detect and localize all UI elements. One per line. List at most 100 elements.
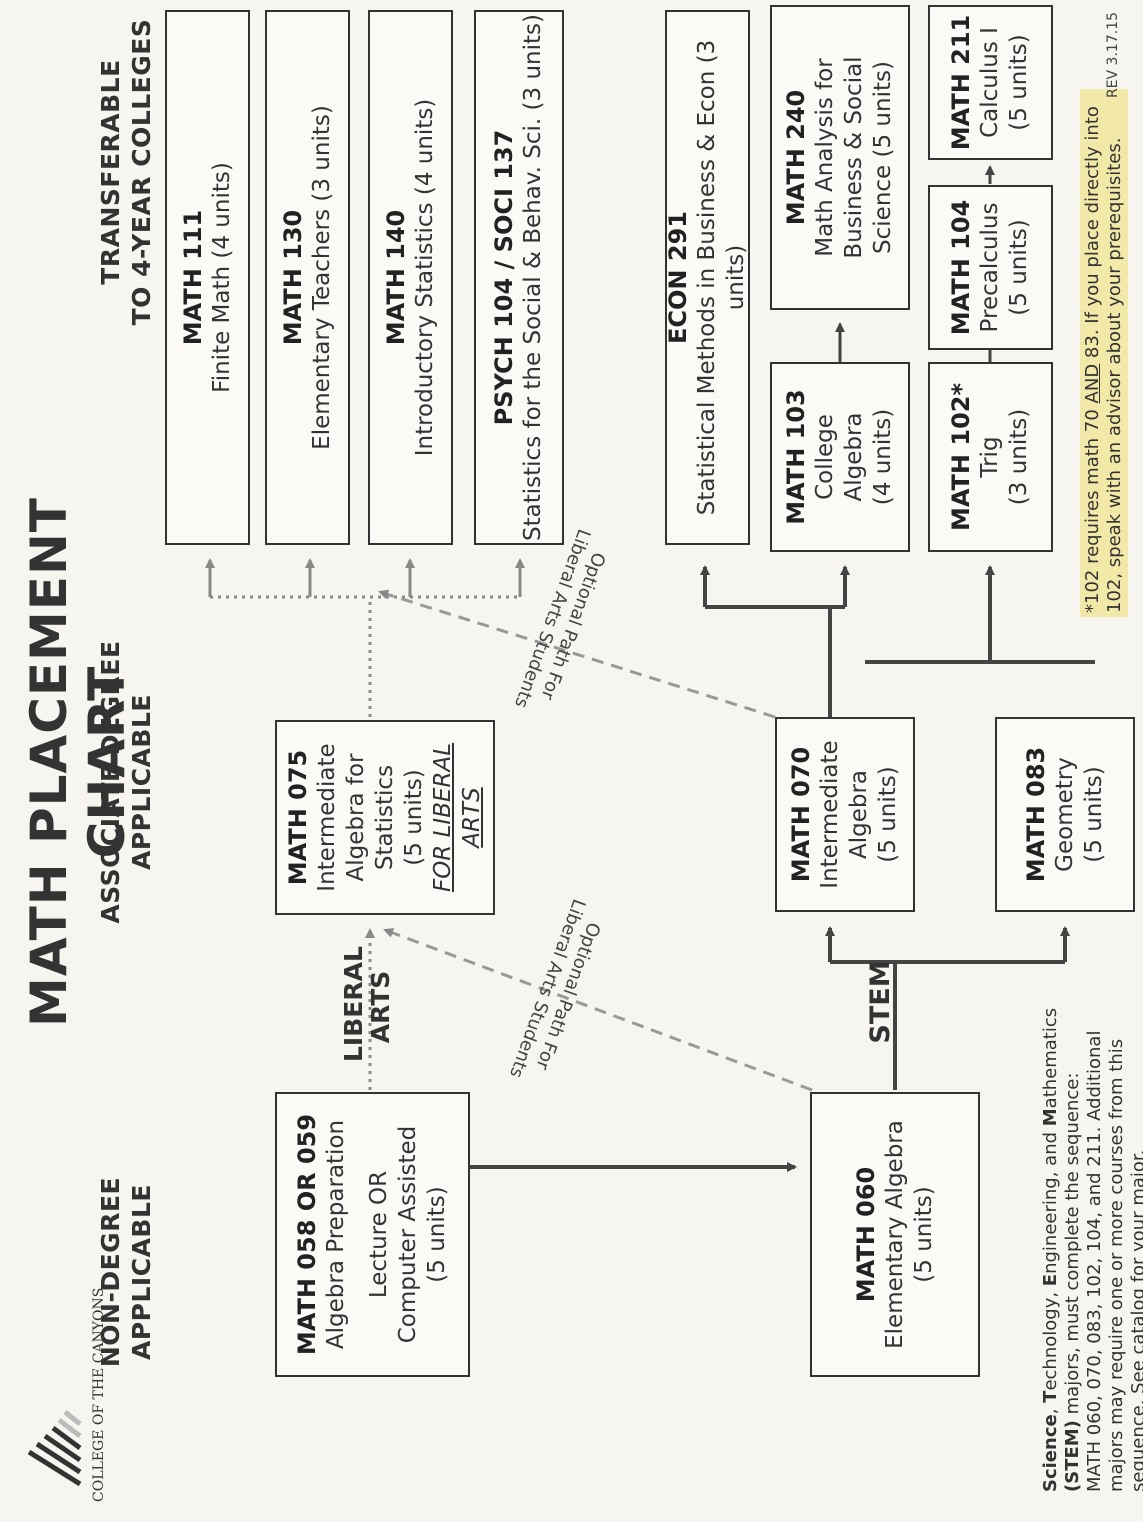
course-line: (5 units) xyxy=(910,1186,937,1283)
footnote-part: *102 requires math 70 xyxy=(1082,403,1103,613)
stem-note: Science, Technology, Engineering, and Ma… xyxy=(1040,932,1143,1492)
course-code: MATH 211 xyxy=(947,14,975,151)
arrow-060-to-075-optional xyxy=(383,928,813,1092)
footnote-line-2: 102, speak with an advisor about your pr… xyxy=(1104,137,1125,613)
course-line: (5 units) xyxy=(1006,34,1032,131)
label-liberal-arts: LIBERAL ARTS xyxy=(339,946,395,1062)
course-line: (5 units) xyxy=(400,769,427,866)
course-line: Trig xyxy=(977,436,1003,478)
arrow-070-to-bus-optional xyxy=(378,589,776,719)
course-line: Calculus I xyxy=(977,27,1003,138)
course-code: MATH 060 xyxy=(851,1166,880,1303)
course-line: (5 units) xyxy=(875,766,901,863)
course-psych-104-soci-137: PSYCH 104 / SOCI 137 Statistics for the … xyxy=(474,10,564,545)
course-math-060: MATH 060 Elementary Algebra (5 units) xyxy=(810,1092,980,1377)
course-code: MATH 130 xyxy=(278,209,307,346)
course-line: Introductory Statistics (4 units) xyxy=(411,98,438,457)
stem-note-line-2: (STEM) majors, must complete the sequenc… xyxy=(1062,932,1084,1492)
arrows-bus-to-transferable xyxy=(205,558,525,597)
course-line: Elementary Teachers (3 units) xyxy=(308,105,335,450)
footnote-part: AND xyxy=(1082,363,1103,404)
course-line: Lecture OR xyxy=(366,1170,392,1299)
course-code: MATH 140 xyxy=(381,209,410,346)
course-line: Business & Social xyxy=(841,56,867,259)
course-line: Science (5 units) xyxy=(870,61,896,254)
revision-label: REV 3.17.15 xyxy=(1105,12,1121,99)
course-code: MATH 083 xyxy=(1021,746,1050,883)
course-line: (4 units) xyxy=(870,408,896,506)
stem-note-part: E xyxy=(1040,1273,1061,1287)
label-line: ARTS xyxy=(366,970,395,1044)
course-line: Math Analysis for xyxy=(812,58,838,257)
stem-note-part: M xyxy=(1040,1108,1061,1127)
course-note: ARTS xyxy=(458,787,485,848)
course-code: MATH 075 xyxy=(283,749,312,886)
footnote-part: 83. If you place directly into xyxy=(1082,106,1103,364)
bus-075-to-transferable xyxy=(210,595,520,717)
course-math-211: MATH 211 Calculus I (5 units) xyxy=(928,5,1053,160)
course-line: Finite Math (4 units) xyxy=(208,162,235,393)
course-line: Algebra Preparation xyxy=(323,1119,349,1350)
course-math-140: MATH 140 Introductory Statistics (4 unit… xyxy=(368,10,453,545)
course-line: Geometry xyxy=(1051,757,1078,872)
stem-branch-060 xyxy=(825,926,1070,1090)
stem-note-line: sequence. See catalog for your major. xyxy=(1128,1149,1143,1492)
course-code: MATH 102* xyxy=(947,382,975,532)
course-math-130: MATH 130 Elementary Teachers (3 units) xyxy=(265,10,350,545)
course-econ-291: ECON 291 Statistical Methods in Business… xyxy=(664,10,750,545)
course-line: Statistics for the Social & Behav. Sci. … xyxy=(520,14,546,541)
course-math-103: MATH 103 College Algebra (4 units) xyxy=(770,362,910,552)
footnote-line-1: *102 requires math 70 AND 83. If you pla… xyxy=(1082,93,1104,613)
label-stem: STEM xyxy=(865,960,896,1044)
course-math-104: MATH 104 Precalculus (5 units) xyxy=(928,185,1053,350)
label-line: LIBERAL xyxy=(339,946,368,1062)
stem-note-part: majors, must complete the sequence: xyxy=(1062,1072,1083,1421)
stem-note-part: echnology, xyxy=(1040,1286,1061,1391)
canyon-logo-icon xyxy=(27,1410,82,1487)
college-logo: COLLEGE OF THE CANYONS xyxy=(15,1288,110,1502)
course-math-058-059: MATH 058 OR 059 Algebra Preparation Lect… xyxy=(275,1092,470,1377)
course-line: Elementary Algebra xyxy=(881,1120,908,1349)
course-line: Computer Assisted xyxy=(395,1125,421,1344)
course-line: Statistical Methods in Business & Econ (… xyxy=(694,39,749,516)
stem-note-line: majors may require one or more courses f… xyxy=(1106,1038,1127,1492)
footnote-math-102: *102 requires math 70 AND 83. If you pla… xyxy=(1080,89,1128,617)
course-line: Algebra for xyxy=(342,753,369,882)
course-code: MATH 058 OR 059 xyxy=(293,1113,321,1356)
course-line: Precalculus xyxy=(977,202,1003,333)
course-code: MATH 104 xyxy=(947,199,975,336)
course-line: Intermediate xyxy=(313,743,340,892)
course-math-070: MATH 070 Intermediate Algebra (5 units) xyxy=(775,717,915,912)
course-note: FOR LIBERAL xyxy=(429,742,456,893)
stem-note-part: ngineering, and xyxy=(1040,1126,1061,1274)
stem-note-part: T xyxy=(1040,1390,1061,1403)
branch-070-083-to-102 xyxy=(865,565,1095,664)
stem-note-line-1: Science, Technology, Engineering, and Ma… xyxy=(1040,932,1062,1492)
course-line: (5 units) xyxy=(1006,219,1032,316)
course-line: Algebra xyxy=(841,412,867,502)
course-code: PSYCH 104 / SOCI 137 xyxy=(490,129,518,426)
branch-070-to-econ-103 xyxy=(700,565,850,717)
stem-note-line: MATH 060, 070, 083, 102, 104, and 211. A… xyxy=(1084,1030,1105,1492)
course-math-083: MATH 083 Geometry (5 units) xyxy=(995,717,1135,912)
stem-note-part: , xyxy=(1040,1402,1061,1415)
course-line: College xyxy=(812,414,838,500)
stem-note-part: Science xyxy=(1040,1414,1061,1492)
course-line: Statistics xyxy=(371,764,398,871)
course-code: MATH 240 xyxy=(782,89,810,226)
course-math-240: MATH 240 Math Analysis for Business & So… xyxy=(770,5,910,310)
course-math-111: MATH 111 Finite Math (4 units) xyxy=(165,10,250,545)
stem-note-part: (STEM) xyxy=(1062,1420,1083,1492)
stem-note-part: athematics xyxy=(1040,1007,1061,1109)
course-math-075: MATH 075 Intermediate Algebra for Statis… xyxy=(275,720,495,915)
course-line: Intermediate xyxy=(817,740,843,889)
course-code: MATH 070 xyxy=(787,746,815,883)
course-line: (3 units) xyxy=(1006,408,1032,506)
course-code: MATH 111 xyxy=(178,209,207,346)
course-line: (5 units) xyxy=(1080,766,1107,863)
course-math-102: MATH 102* Trig (3 units) xyxy=(928,362,1053,552)
course-code: ECON 291 xyxy=(664,211,692,344)
course-line: (5 units) xyxy=(424,1186,450,1283)
course-line: Algebra xyxy=(846,769,872,860)
